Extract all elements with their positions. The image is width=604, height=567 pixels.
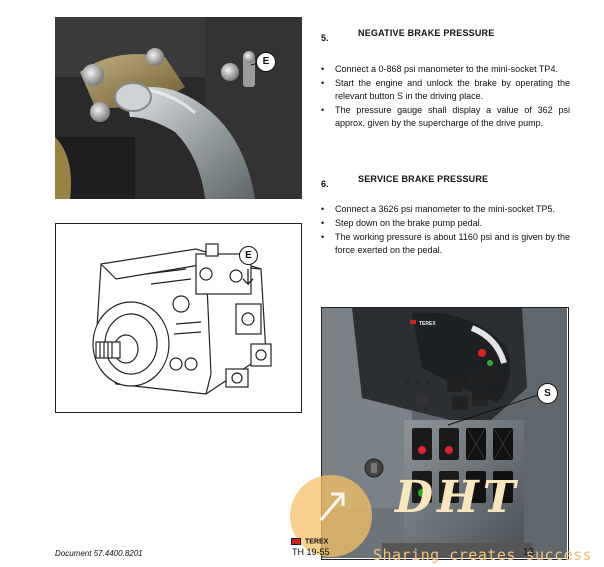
dashboard-photo: TEREX ✕ ✕ ✕ — [321, 307, 569, 560]
dashboard-photo-graphic: TEREX ✕ ✕ ✕ — [322, 308, 567, 558]
callout-e-photo1: E — [256, 52, 276, 72]
callout-e-photo1-label: E — [262, 56, 270, 67]
section-5-heading: 5. NEGATIVE BRAKE PRESSURE — [321, 28, 581, 46]
section-6-number: 6. — [321, 179, 329, 189]
hose-fitting-photo: E — [55, 17, 302, 199]
section-6-list: Connect a 3626 psi manometer to the mini… — [321, 203, 570, 258]
section-6-heading: 6. SERVICE BRAKE PRESSURE — [321, 174, 581, 192]
section-5-number: 5. — [321, 33, 329, 43]
pump-diagram-graphic — [92, 243, 272, 395]
hose-fitting-photo-graphic — [55, 17, 302, 199]
section-5-title: NEGATIVE BRAKE PRESSURE — [358, 28, 495, 38]
section-5-bullet: Start the engine and unlock the brake by… — [321, 77, 570, 103]
footer-brand: TEREX — [291, 538, 328, 545]
pump-diagram: E — [55, 223, 302, 413]
dashboard-brand: TEREX — [419, 321, 436, 327]
callout-e-diagram-label: E — [245, 250, 252, 261]
callout-e-diagram: E — [239, 246, 258, 265]
footer-model: TH 19-55 — [292, 547, 330, 557]
section-5-list: Connect a 0-868 psi manometer to the min… — [321, 63, 570, 131]
section-6-bullet: The working pressure is about 1160 psi a… — [321, 231, 570, 257]
callout-s-label: S — [544, 388, 551, 399]
section-6-bullet: Step down on the brake pump pedal. — [321, 217, 570, 230]
footer-brand-label: TEREX — [304, 538, 329, 546]
section-5-bullet: The pressure gauge shall display a value… — [321, 104, 570, 130]
footer-document: Document 57.4400.8201 — [55, 549, 143, 558]
section-6-bullet: Connect a 3626 psi manometer to the mini… — [321, 203, 570, 216]
uk-flag-icon — [291, 538, 301, 545]
section-6-title: SERVICE BRAKE PRESSURE — [358, 174, 489, 184]
callout-s: S — [537, 383, 558, 404]
section-5-bullet: Connect a 0-868 psi manometer to the min… — [321, 63, 570, 76]
footer-page-number: 13 — [523, 547, 535, 558]
svg-text:✕ ✕ ✕: ✕ ✕ ✕ — [404, 378, 432, 388]
